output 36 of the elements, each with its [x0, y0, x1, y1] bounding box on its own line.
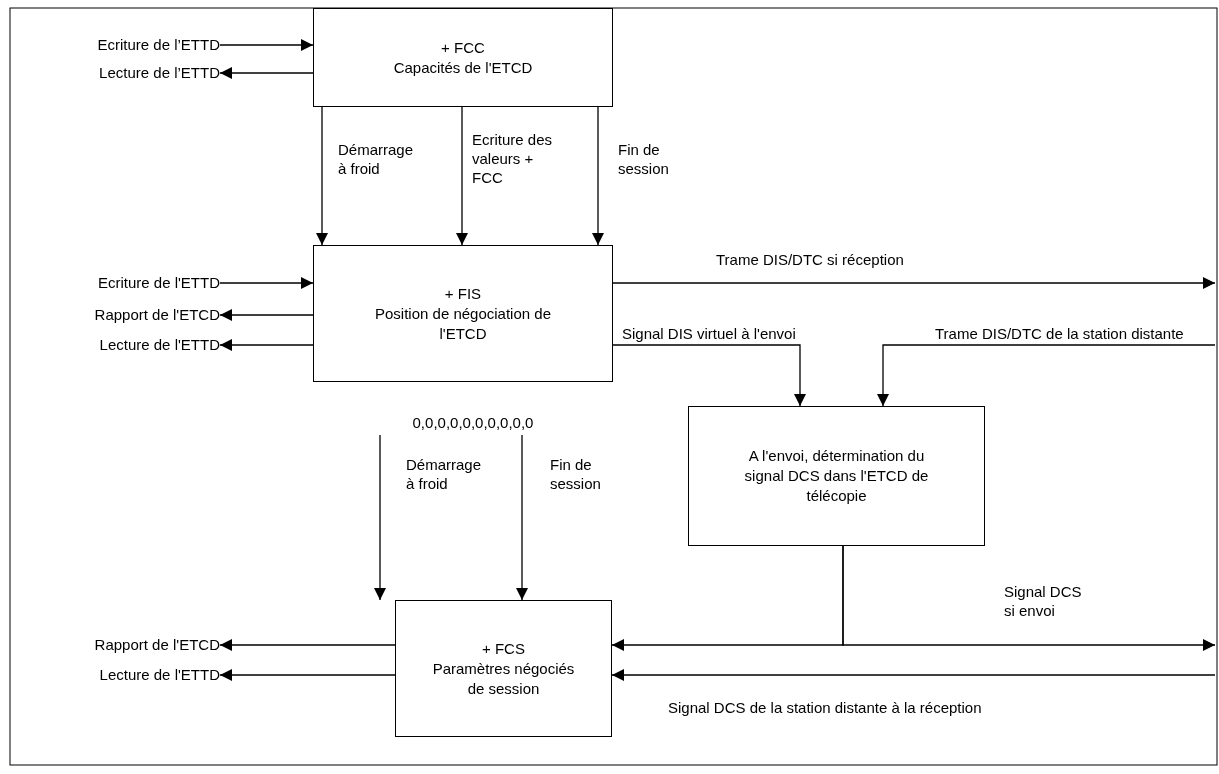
box-text: Position de négociation de l'ETCD	[374, 303, 552, 344]
arrow	[456, 106, 468, 246]
signal-text: Lecture de l’ETTD	[20, 63, 220, 83]
arrow	[611, 669, 1216, 681]
signal-text: Lecture de l'ETTD	[20, 665, 220, 685]
arrow	[219, 67, 314, 79]
process-box	[688, 406, 985, 546]
arrow	[612, 344, 806, 407]
arrow	[877, 344, 1216, 407]
box-text: Capacités de l'ETCD	[393, 57, 533, 78]
process-box	[395, 600, 612, 737]
box-heading: + FIS	[444, 283, 482, 304]
box-heading: + FCS	[482, 638, 525, 659]
process-box	[313, 245, 613, 382]
signal-text: Rapport de l'ETCD	[20, 635, 220, 655]
arrow	[219, 39, 314, 51]
signal-text: Ecriture de l'ETTD	[20, 273, 220, 293]
signal-text: Lecture de l'ETTD	[20, 335, 220, 355]
arrow	[219, 277, 314, 289]
arrow	[219, 309, 314, 321]
arrow	[374, 434, 386, 601]
process-box	[313, 8, 613, 107]
box-text: Paramètres négociés de session	[431, 658, 576, 699]
arrow	[219, 339, 314, 351]
signal-text: Ecriture de l’ETTD	[20, 35, 220, 55]
arrow	[592, 106, 604, 246]
arrow	[516, 434, 528, 601]
arrow	[219, 639, 396, 651]
signal-text: Rapport de l'ETCD	[20, 305, 220, 325]
arrow	[612, 277, 1216, 289]
arrow	[842, 545, 1216, 651]
box-heading: + FCC	[441, 37, 485, 58]
arrow	[316, 106, 328, 246]
value-text: 0,0,0,0,0,0,0,0,0,0	[388, 413, 558, 435]
box-text: A l'envoi, détermination du signal DCS dans l'ETCD de télécopie	[744, 446, 929, 506]
arrow	[219, 669, 396, 681]
